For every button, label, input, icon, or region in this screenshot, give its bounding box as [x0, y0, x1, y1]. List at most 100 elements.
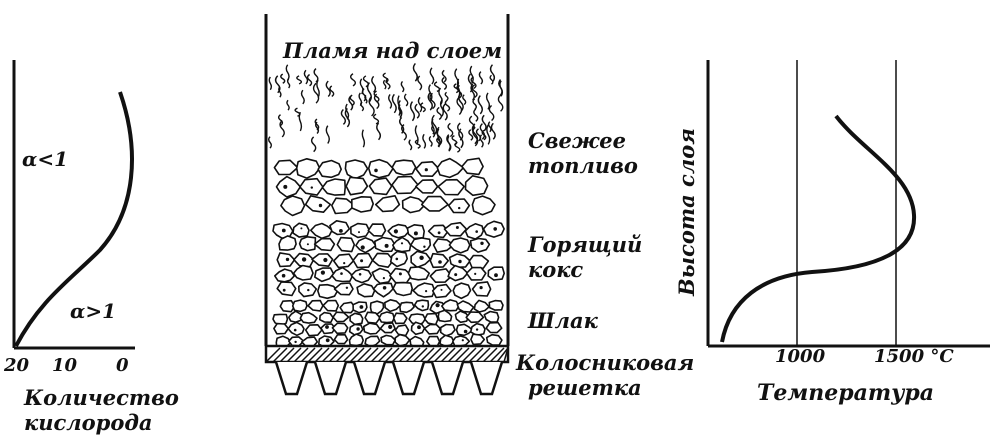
ember-dot [301, 257, 307, 262]
grate-tooth [430, 361, 465, 396]
ember-dot [325, 338, 330, 343]
flame-squiggle [436, 106, 443, 120]
fuel-lump [455, 323, 474, 337]
fuel-lump [468, 254, 490, 269]
grate-hatching [265, 347, 509, 363]
fuel-lump [391, 159, 417, 176]
oxygen-xlabel-line1: Количество [23, 385, 179, 410]
flame-squiggle [479, 123, 486, 140]
flame-squiggle [312, 82, 320, 104]
flame-squiggle [280, 73, 286, 84]
ember-dot [310, 186, 313, 189]
ember-dot [493, 227, 498, 231]
ember-dot [388, 324, 393, 329]
flame-squiggle [373, 90, 380, 103]
flame-squiggle [439, 99, 445, 117]
fuel-lump [437, 178, 465, 196]
flame-squiggle [429, 67, 435, 85]
flame-squiggle [498, 79, 503, 96]
fuel-lump [304, 324, 323, 337]
ember-dot [318, 203, 323, 208]
ember-dot [359, 305, 364, 309]
fuel-lump [427, 224, 449, 239]
ember-dot [461, 339, 464, 342]
ember-dot [480, 241, 484, 245]
flame-squiggle [471, 123, 479, 145]
ember-dot [360, 259, 364, 263]
fuel-lump [371, 252, 395, 268]
ember-dot [424, 168, 428, 172]
flame-above-bed-label: Пламя над слоем [282, 38, 502, 63]
oxygen-tick-20: 20 [3, 355, 30, 376]
fuel-lump [488, 299, 504, 311]
fuel-lump [279, 299, 296, 313]
ember-dot [437, 231, 441, 235]
ember-dot [339, 229, 343, 233]
fuel-lump [483, 310, 500, 323]
fuel-lump [380, 334, 396, 346]
fuel-lump [423, 323, 441, 335]
flame-squiggle [313, 68, 319, 83]
grate-hatch-line [363, 347, 379, 363]
flame-squiggle [382, 79, 387, 90]
flame-squiggle [475, 128, 482, 142]
fuel-lump [276, 281, 297, 297]
fuel-lump [280, 195, 306, 217]
fuel-lump [374, 236, 396, 253]
ember-dot [306, 243, 309, 246]
flame-squiggle [268, 136, 273, 149]
fuel-lump [454, 310, 470, 324]
fuel-lump [448, 237, 471, 254]
flame-squiggle [417, 96, 423, 113]
flame-squiggle [359, 78, 364, 95]
grate-hatch-line [419, 347, 435, 363]
ember-dot [282, 288, 286, 292]
grate-hatch-line [426, 347, 442, 363]
flame-squiggle [364, 94, 368, 104]
fuel-lump [333, 334, 349, 345]
grate-hatch-line [300, 347, 316, 363]
grate-hatch-line [321, 347, 337, 363]
flame-squiggle [349, 94, 355, 107]
flame-squiggle [497, 94, 504, 112]
ember-dot [382, 286, 387, 290]
ember-dot [400, 242, 404, 245]
flame-squiggle [431, 114, 438, 136]
burning-coke-label-line2: кокс [528, 257, 583, 282]
fuel-lump [439, 323, 456, 337]
fuel-lump [447, 264, 469, 282]
flame-squiggle [470, 76, 477, 90]
flame-squiggle [414, 139, 421, 149]
fuel-lump [332, 311, 350, 323]
ember-dot [374, 168, 378, 173]
ember-dot [479, 286, 483, 290]
flame-squiggle [462, 94, 467, 106]
fuel-lump [410, 237, 432, 253]
fuel-lump [331, 322, 349, 335]
flame-squiggle [340, 109, 347, 125]
flame-squiggle [456, 96, 463, 116]
flame-squiggle [481, 114, 487, 132]
fuel-lump [329, 220, 351, 236]
ember-dot [281, 273, 286, 278]
fuel-lump [452, 335, 471, 347]
ember-dot [384, 243, 389, 248]
flame-squiggle [310, 136, 317, 153]
fuel-lump [351, 196, 374, 213]
fuel-lump [387, 223, 410, 239]
fuel-lump [392, 312, 408, 325]
grate-hatch-line [496, 347, 509, 363]
fuel-lump [392, 236, 412, 253]
ember-dot [340, 272, 343, 275]
fuel-lump [436, 157, 465, 179]
ember-dot [419, 255, 424, 260]
flame-squiggle [325, 80, 331, 98]
fuel-lump [317, 159, 342, 179]
fuel-lump [456, 300, 475, 313]
flame-squiggle [458, 92, 464, 112]
fuel-lump [389, 267, 413, 284]
fuel-lump [331, 197, 356, 215]
ember-dot [475, 328, 479, 331]
flame-squiggle [414, 103, 420, 119]
fuel-lump [292, 264, 314, 281]
